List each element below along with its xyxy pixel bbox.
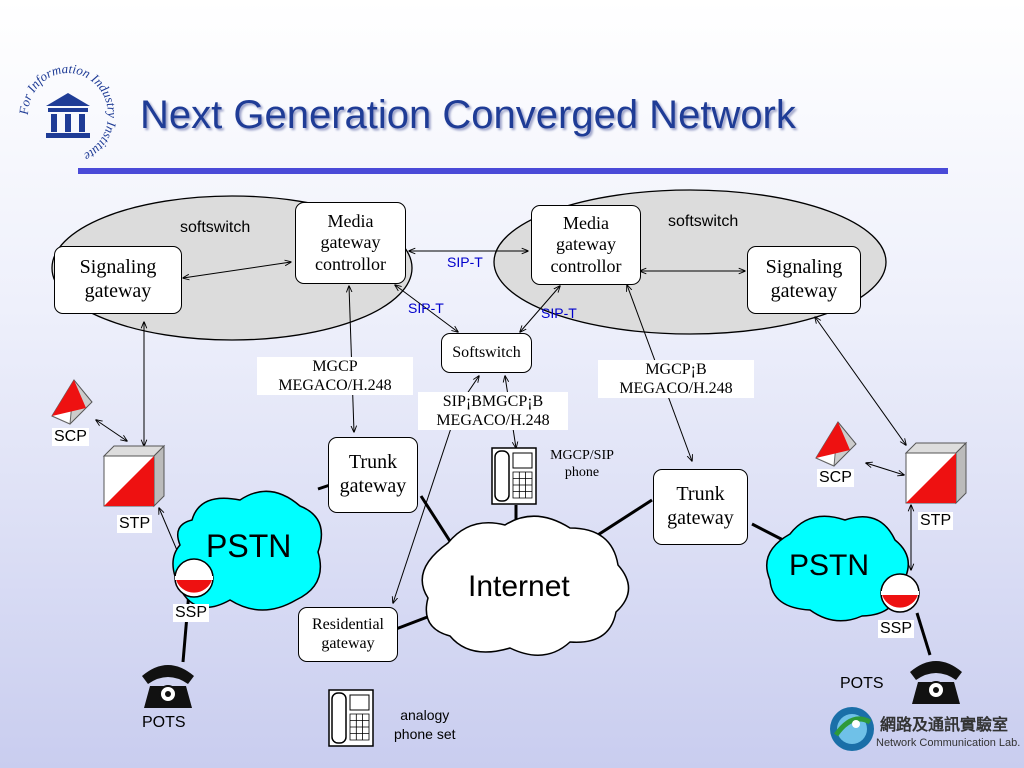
pots-label-right: POTS xyxy=(840,675,884,692)
sip-t-label-right: SIP-T xyxy=(541,305,577,321)
stp-right-icon xyxy=(905,442,967,504)
sip-mgcp-megaco-label-center: SIP¡BMGCP¡B MEGACO/H.248 xyxy=(418,392,568,431)
residential-gateway: Residential gateway xyxy=(298,607,398,662)
internet-cloud xyxy=(421,515,630,656)
analog-phone-label: analogy phone set xyxy=(394,707,456,742)
network-lab-chinese-name: 網路及通訊實驗室 xyxy=(880,715,1009,734)
mgcp-sip-phone-icon xyxy=(491,447,537,505)
pstn-label-left: PSTN xyxy=(206,528,292,564)
pots-label-left: POTS xyxy=(142,714,186,731)
softswitch-label-right: softswitch xyxy=(668,213,739,230)
media-gateway-controller-left: Media gateway controllor xyxy=(295,202,406,284)
softswitch-label-left: softswitch xyxy=(180,219,251,236)
institute-logo: For Information Industry Institute xyxy=(18,61,118,165)
signaling-gateway-right: Signaling gateway xyxy=(747,246,861,314)
pots-left-phone-icon xyxy=(141,664,195,709)
network-lab-english-name: Network Communication Lab. xyxy=(876,737,1021,749)
trunk-gateway-left: Trunk gateway xyxy=(328,437,418,513)
scp-left-icon xyxy=(51,379,93,425)
trunk-gateway-right: Trunk gateway xyxy=(653,469,748,545)
scp-right-icon xyxy=(815,421,857,467)
sip-t-label-left: SIP-T xyxy=(408,300,444,316)
pstn-label-right: PSTN xyxy=(789,549,870,582)
ssp-right-icon xyxy=(880,573,920,613)
pots-right-phone-icon xyxy=(909,660,963,705)
stp-left-icon xyxy=(103,445,165,507)
ssp-label-left: SSP xyxy=(173,604,210,622)
stp-label-right: STP xyxy=(918,512,954,530)
sip-t-label-top: SIP-T xyxy=(447,254,483,270)
ssp-label-right: SSP xyxy=(878,620,915,638)
institute-building-icon xyxy=(46,93,90,138)
stp-label-left: STP xyxy=(117,515,153,533)
signaling-gateway-left: Signaling gateway xyxy=(54,246,182,314)
softswitch-box: Softswitch xyxy=(441,333,532,373)
network-lab-logo xyxy=(830,707,874,751)
mgcp-megaco-label-right: MGCP¡B MEGACO/H.248 xyxy=(598,360,754,399)
internet-label: Internet xyxy=(468,570,570,603)
analog-phone-icon xyxy=(328,689,374,747)
media-gateway-controller-right: Media gateway controllor xyxy=(531,205,641,285)
scp-label-right: SCP xyxy=(817,469,854,487)
page-title: Next Generation Converged Network xyxy=(140,93,796,137)
scp-label-left: SCP xyxy=(52,428,89,446)
title-underline xyxy=(78,168,948,174)
mgcp-sip-phone-label: MGCP/SIP phone xyxy=(550,448,614,480)
mgcp-megaco-label-left: MGCP MEGACO/H.248 xyxy=(257,357,413,396)
